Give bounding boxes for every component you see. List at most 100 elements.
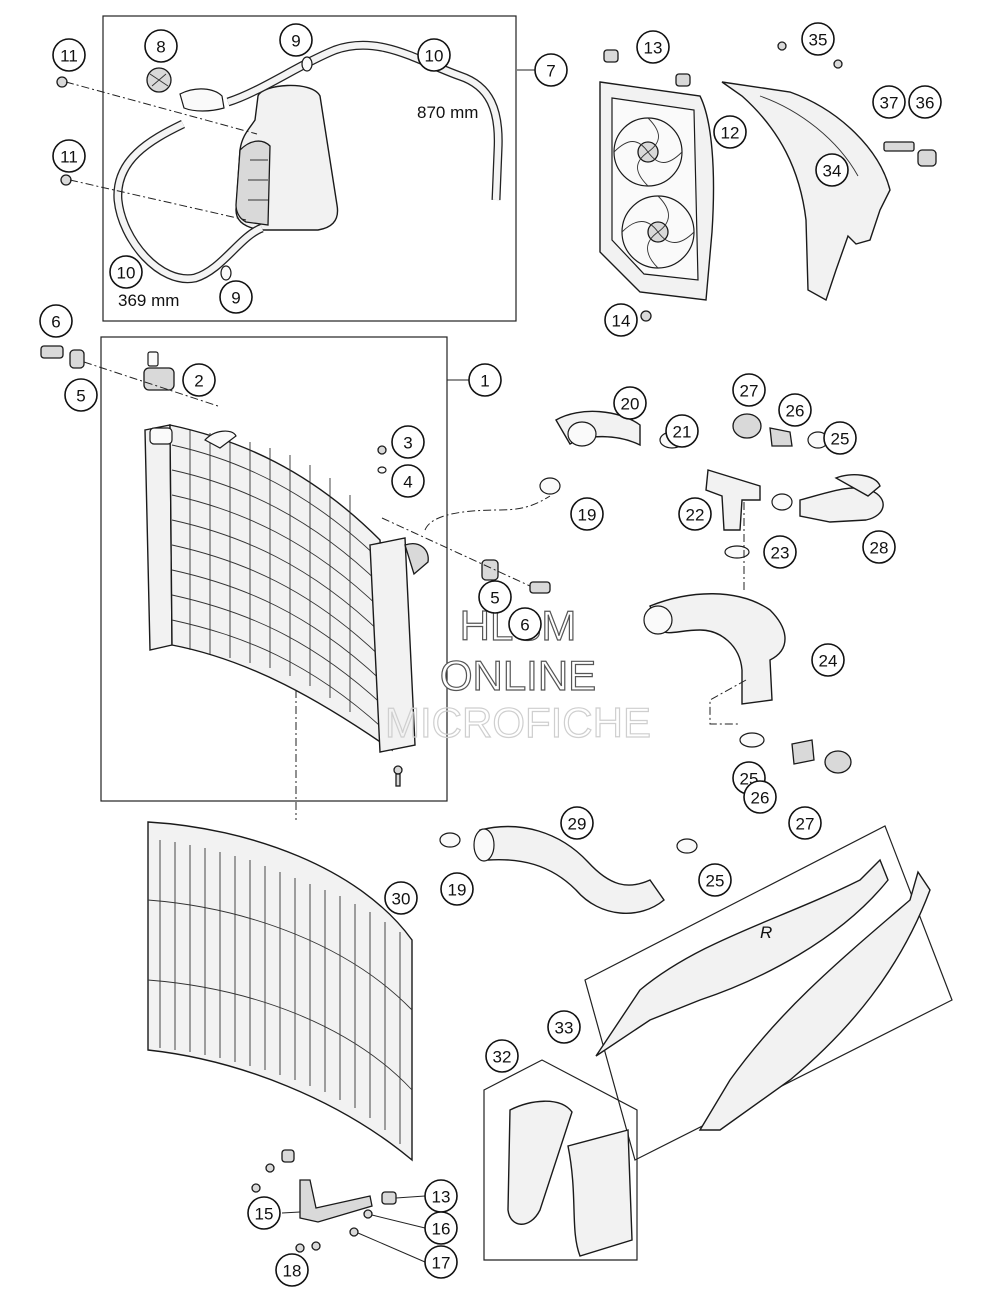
expansion-tank: [179, 84, 339, 231]
callout-label: 3: [403, 434, 412, 453]
callout-30: 30: [384, 881, 418, 915]
grommets-13b: [281, 1149, 397, 1205]
callout-label: 22: [686, 506, 705, 525]
callout-circle: [478, 580, 512, 614]
callout-label: 6: [520, 616, 529, 635]
clamp-19b: [439, 832, 461, 848]
callout-label: 29: [568, 815, 587, 834]
spoilers: [507, 1100, 633, 1257]
callout-4: 4: [391, 464, 425, 498]
clamp-19a: [539, 477, 561, 495]
clamp-25c: [676, 838, 698, 854]
callout-circle: [763, 535, 797, 569]
callout-circle: [547, 1010, 581, 1044]
watermark-line3: MICROFICHE: [385, 699, 651, 746]
callout-label: 36: [916, 94, 935, 113]
callout-28: 28: [862, 530, 896, 564]
callout-label: 2: [194, 372, 203, 391]
bolt-6b: [529, 581, 551, 594]
shroud-mark: R: [760, 923, 772, 942]
grommet-5a: [69, 349, 85, 369]
callout-circle: [560, 806, 594, 840]
callout-circle: [534, 53, 568, 87]
callout-label: 28: [870, 539, 889, 558]
callout-circle: [424, 1245, 458, 1279]
callout-19a: 19: [570, 497, 604, 531]
callout-circle: [908, 85, 942, 119]
callout-13a: 13: [636, 30, 670, 64]
callout-3: 3: [391, 425, 425, 459]
expansion-tank-cap: [146, 67, 172, 93]
callout-label: 14: [612, 312, 631, 331]
callout-20: 20: [613, 386, 647, 420]
callout-21: 21: [665, 414, 699, 448]
flange-26b: [791, 739, 815, 765]
callout-9a: 9: [279, 23, 313, 57]
callout-circle: [182, 363, 216, 397]
callout-23: 23: [763, 535, 797, 569]
callout-27b: 27: [788, 806, 822, 840]
watermark-line2: ONLINE: [440, 652, 596, 699]
callout-34: 34: [815, 153, 849, 187]
callout-circle: [613, 386, 647, 420]
callout-label: 32: [493, 1048, 512, 1067]
callout-label: 12: [721, 124, 740, 143]
bottom-screw: [393, 765, 403, 787]
callout-18: 18: [275, 1253, 309, 1287]
callout-label: 8: [156, 38, 165, 57]
t-piece-22: [705, 469, 761, 531]
hose-20: [555, 410, 641, 447]
callout-circle: [665, 414, 699, 448]
callout-label: 10: [425, 47, 444, 66]
callout-circle: [384, 881, 418, 915]
callout-circle: [468, 363, 502, 397]
expansion-tank-group-frame: [102, 15, 517, 322]
thermostat-27b: [824, 750, 852, 774]
fan-assembly: [599, 81, 715, 301]
callout-circle: [485, 1039, 519, 1073]
callout-label: 27: [796, 815, 815, 834]
callout-circle: [39, 304, 73, 338]
callout-11a: 11: [52, 38, 86, 72]
callout-circle: [713, 115, 747, 149]
callout-label: 5: [490, 589, 499, 608]
callout-label: 25: [831, 430, 850, 449]
grommet-5b: [481, 559, 499, 581]
callout-circle: [219, 280, 253, 314]
callout-label: 4: [403, 473, 412, 492]
callout-10a: 10: [417, 38, 451, 72]
callout-label: 16: [432, 1220, 451, 1239]
callout-label: 27: [740, 382, 759, 401]
dimension-369: 369 mm: [118, 291, 179, 310]
callout-label: 21: [673, 423, 692, 442]
callout-27a: 27: [732, 373, 766, 407]
callout-circle: [604, 303, 638, 337]
callout-36: 36: [908, 85, 942, 119]
callout-label: 9: [291, 32, 300, 51]
callout-label: 33: [555, 1019, 574, 1038]
callout-label: 34: [823, 162, 842, 181]
callout-circle: [801, 22, 835, 56]
callout-6b: 6: [508, 607, 542, 641]
callout-17: 17: [424, 1245, 458, 1279]
callout-circle: [698, 863, 732, 897]
callout-label: 24: [819, 652, 838, 671]
callout-circle: [417, 38, 451, 72]
radiator-cap: [143, 351, 175, 391]
clamps-23: [724, 493, 793, 559]
callout-label: 17: [432, 1254, 451, 1273]
callout-25c: 25: [698, 863, 732, 897]
callout-label: 10: [117, 264, 136, 283]
cover-bolts: [777, 41, 843, 69]
radiator-guard: [147, 821, 413, 1162]
callout-label: 13: [644, 39, 663, 58]
callout-label: 23: [771, 544, 790, 563]
radiator: [144, 424, 429, 753]
callout-15: 15: [247, 1196, 281, 1230]
callout-5b: 5: [478, 580, 512, 614]
callout-label: 18: [283, 1262, 302, 1281]
screw-3: [377, 445, 387, 474]
radiator-group-frame: [100, 336, 448, 802]
callout-circle: [778, 393, 812, 427]
